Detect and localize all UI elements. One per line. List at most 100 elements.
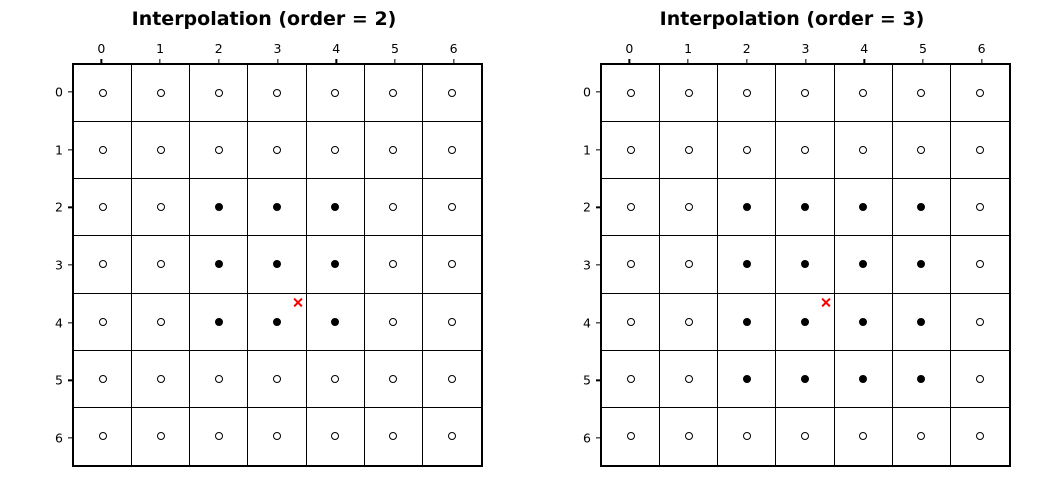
- open-node-marker: [156, 203, 165, 212]
- grid-cell: [660, 407, 719, 465]
- open-node-marker: [98, 89, 107, 98]
- x-tick-mark: [452, 59, 455, 63]
- open-node-marker: [975, 260, 984, 269]
- open-node-marker: [214, 89, 223, 98]
- y-tick-label: 1: [55, 142, 63, 158]
- x-tick-label: 5: [390, 41, 399, 56]
- open-node-marker: [975, 317, 984, 326]
- y-tick-mark: [596, 264, 600, 266]
- x-tick-mark: [628, 59, 630, 63]
- grid-cell: [306, 179, 365, 237]
- open-node-marker: [626, 89, 635, 98]
- open-node-marker: [156, 146, 165, 155]
- x-tick-label: 1: [156, 41, 165, 56]
- panel-title: Interpolation (order = 3): [659, 8, 925, 30]
- open-node-marker: [156, 432, 165, 441]
- y-tick-mark: [596, 322, 600, 324]
- y-tick-label: 1: [583, 142, 591, 158]
- marker-grid: [74, 65, 481, 465]
- filled-node-marker: [917, 374, 926, 383]
- grid-cell: [776, 350, 835, 408]
- filled-node-marker: [800, 317, 809, 326]
- grid-cell: [74, 179, 133, 237]
- plot-area: [72, 63, 483, 467]
- open-node-marker: [975, 146, 984, 155]
- grid-cell: [602, 236, 661, 294]
- open-node-marker: [859, 89, 868, 98]
- open-node-marker: [389, 317, 398, 326]
- open-node-marker: [626, 203, 635, 212]
- filled-node-marker: [331, 317, 340, 326]
- grid-cell: [660, 236, 719, 294]
- x-tick-mark: [804, 59, 807, 63]
- grid-cell: [893, 407, 951, 465]
- grid-cell: [132, 122, 191, 180]
- grid-cell: [892, 293, 951, 351]
- x-tick-mark: [922, 59, 924, 63]
- y-tick-mark: [68, 264, 72, 266]
- open-node-marker: [447, 203, 456, 212]
- grid-cell: [248, 179, 307, 237]
- grid-cell: [422, 65, 481, 123]
- open-node-marker: [800, 432, 809, 441]
- grid-cell: [248, 407, 307, 465]
- grid-cell: [132, 293, 191, 351]
- open-node-marker: [626, 374, 635, 383]
- open-node-marker: [684, 432, 693, 441]
- open-node-marker: [331, 374, 340, 383]
- x-tick-mark: [980, 59, 983, 63]
- open-node-marker: [447, 317, 456, 326]
- filled-node-marker: [214, 203, 223, 212]
- x-tick-label: 1: [684, 41, 693, 56]
- y-tick-label: 6: [55, 430, 63, 446]
- x-tick-mark: [218, 59, 220, 63]
- filled-node-marker: [917, 317, 926, 326]
- grid-cell: [132, 407, 191, 465]
- open-node-marker: [684, 317, 693, 326]
- open-node-marker: [684, 374, 693, 383]
- grid-cell: [660, 179, 719, 237]
- open-node-marker: [214, 432, 223, 441]
- grid-cell: [892, 122, 951, 180]
- grid-cell: [950, 294, 1009, 351]
- x-tick-mark: [746, 59, 748, 63]
- grid-cell: [718, 293, 777, 351]
- y-tick-mark: [68, 206, 72, 208]
- open-node-marker: [98, 146, 107, 155]
- grid-cell: [248, 350, 307, 408]
- filled-node-marker: [742, 260, 751, 269]
- grid-cell: [834, 293, 893, 351]
- grid-cell: [190, 350, 249, 408]
- grid-cell: [776, 407, 835, 465]
- x-tick-mark: [159, 59, 161, 63]
- open-node-marker: [156, 317, 165, 326]
- y-tick-label: 2: [55, 199, 63, 215]
- grid-cell: [190, 122, 249, 180]
- grid-cell: [602, 65, 661, 123]
- open-node-marker: [626, 432, 635, 441]
- grid-cell: [306, 293, 365, 351]
- y-tick-mark: [68, 91, 72, 93]
- open-node-marker: [98, 374, 107, 383]
- open-node-marker: [859, 432, 868, 441]
- grid-cell: [74, 407, 133, 465]
- grid-cell: [950, 65, 1009, 123]
- grid-cell: [950, 179, 1009, 237]
- x-tick-mark: [100, 59, 102, 63]
- grid-cell: [132, 350, 191, 408]
- grid-cell: [248, 293, 307, 351]
- filled-node-marker: [272, 260, 281, 269]
- open-node-marker: [626, 260, 635, 269]
- filled-node-marker: [742, 317, 751, 326]
- grid-cell: [602, 293, 661, 351]
- y-tick-mark: [596, 437, 600, 439]
- open-node-marker: [389, 432, 398, 441]
- grid-cell: [718, 407, 777, 465]
- x-tick-label: 6: [449, 41, 458, 56]
- open-node-marker: [389, 203, 398, 212]
- grid-cell: [74, 350, 133, 408]
- open-node-marker: [684, 89, 693, 98]
- grid-cell: [602, 407, 661, 465]
- filled-node-marker: [800, 203, 809, 212]
- open-node-marker: [917, 89, 926, 98]
